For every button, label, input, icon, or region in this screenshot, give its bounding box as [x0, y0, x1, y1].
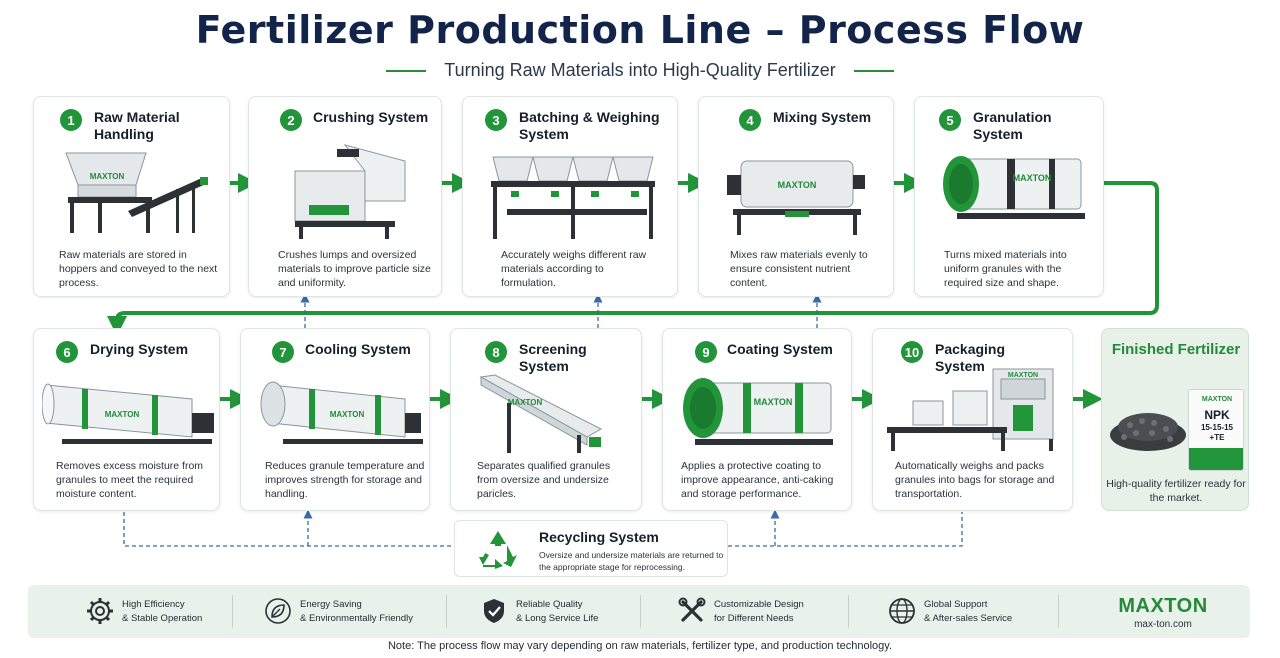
- step-title: Cooling System: [305, 341, 411, 357]
- gear-icon: [87, 598, 113, 624]
- mixer-icon: MAXTON: [727, 160, 865, 235]
- step-title: Batching & Weighing System: [519, 109, 660, 142]
- step-number: 1: [60, 109, 82, 131]
- step-number: 7: [272, 341, 294, 363]
- finished-title: Finished Fertilizer: [1111, 341, 1241, 358]
- step-number: 8: [485, 341, 507, 363]
- svg-text:MAXTON: MAXTON: [105, 410, 140, 419]
- svg-text:MAXTON: MAXTON: [778, 180, 817, 190]
- feature-divider: [1058, 595, 1059, 628]
- subtitle-rule-right: [853, 69, 894, 72]
- feature-text: High Efficiency& Stable Operation: [122, 599, 203, 624]
- brand-name: MAXTON: [1118, 595, 1208, 617]
- packing-machine-icon: MAXTON: [887, 368, 1054, 451]
- rotary-granulator-icon: MAXTON: [943, 156, 1085, 219]
- step-title: Screening System: [519, 341, 587, 374]
- bag-stripe: [1189, 448, 1243, 470]
- page-subtitle: Turning Raw Materials into High-Quality …: [444, 60, 836, 80]
- svg-text:MAXTON: MAXTON: [508, 398, 543, 407]
- step-title: Drying System: [90, 341, 189, 357]
- step-description: Separates qualified granules from oversi…: [477, 460, 611, 500]
- step-card-mixing: 4 Mixing System MAXTON Mixes raw materia…: [698, 96, 894, 297]
- step-card-raw-material: 1 Raw Material Handling MAXTON Raw mater…: [33, 96, 230, 297]
- step-number: 2: [280, 109, 302, 131]
- step-number: 3: [485, 109, 507, 131]
- svg-text:MAXTON: MAXTON: [1008, 372, 1038, 379]
- step-number: 4: [739, 109, 761, 131]
- recycle-line-left: [123, 512, 454, 547]
- step-card-drying: 6 Drying System MAXTON Removes excess mo…: [33, 328, 220, 511]
- batching-machine-icon: [491, 156, 655, 239]
- feature-text: Reliable Quality& Long Service Life: [516, 599, 599, 624]
- crusher-icon: [294, 144, 406, 239]
- footnote: Note: The process flow may vary dependin…: [387, 640, 893, 652]
- step-card-batching: 3 Batching & Weighing System Accurately …: [462, 96, 678, 297]
- svg-text:MAXTON: MAXTON: [1013, 173, 1052, 183]
- step-number: 10: [901, 341, 923, 363]
- fertilizer-bag: MAXTON NPK 15-15-15 +TE: [1188, 389, 1244, 471]
- feature-divider: [446, 595, 447, 628]
- feature-divider: [848, 595, 849, 628]
- svg-text:MAXTON: MAXTON: [330, 410, 365, 419]
- step-description: Accurately weighs different raw material…: [501, 249, 647, 289]
- step-title: Raw Material Handling: [94, 109, 180, 142]
- step-card-screening: 8 Screening System MAXTON Separates qual…: [450, 328, 642, 511]
- globe-icon: [889, 598, 915, 624]
- step-description: Reduces granule temperature and improves…: [265, 460, 425, 500]
- step-card-packaging: 10 Packaging System MAXTON Automatically…: [872, 328, 1073, 511]
- bag-brand: MAXTON: [1201, 396, 1233, 403]
- finished-fertilizer-card: Finished Fertilizer MAXTON NPK 15-15-15 …: [1101, 328, 1249, 511]
- svg-text:MAXTON: MAXTON: [754, 397, 793, 407]
- step-description: Raw materials are stored in hoppers and …: [59, 249, 218, 289]
- feature-divider: [232, 595, 233, 628]
- recycle-line-right: [728, 512, 963, 547]
- rotary-dryer-icon: MAXTON: [42, 383, 214, 444]
- fertilizer-granules-icon: [1110, 413, 1186, 451]
- step-card-cooling: 7 Cooling System MAXTON Reduces granule …: [240, 328, 430, 511]
- step-number: 6: [56, 341, 78, 363]
- step-description: Removes excess moisture from granules to…: [56, 460, 204, 500]
- feature-text: Energy Saving& Environmentally Friendly: [300, 599, 413, 624]
- subtitle-row: Turning Raw Materials into High-Quality …: [0, 60, 1280, 81]
- step-number: 5: [939, 109, 961, 131]
- step-description: Mixes raw materials evenly to ensure con…: [730, 249, 868, 289]
- step-title: Crushing System: [313, 109, 429, 125]
- svg-text:MAXTON: MAXTON: [90, 172, 125, 181]
- page-title: Fertilizer Production Line – Process Flo…: [195, 8, 1085, 52]
- bag-label: NPK: [1204, 408, 1230, 422]
- step-description: Applies a protective coating to improve …: [681, 460, 834, 500]
- recycling-description: Oversize and undersize materials are ret…: [539, 550, 724, 572]
- step-card-crushing: 2 Crushing System Crushes lumps and over…: [248, 96, 442, 297]
- step-title: Granulation System: [973, 109, 1052, 142]
- leaf-icon: [265, 598, 291, 624]
- subtitle-rule-left: [386, 69, 427, 72]
- rotary-cooler-icon: MAXTON: [260, 381, 423, 444]
- vibrating-screen-icon: MAXTON: [479, 374, 603, 453]
- hopper-conveyor-icon: MAXTON: [65, 152, 208, 233]
- step-description: Automatically weighs and packs granules …: [895, 460, 1055, 500]
- feature-divider: [640, 595, 641, 628]
- step-number: 9: [695, 341, 717, 363]
- step-title: Mixing System: [773, 109, 872, 125]
- bag-extra: +TE: [1209, 433, 1225, 442]
- step-card-granulation: 5 Granulation System MAXTON Turns mixed …: [914, 96, 1104, 297]
- features-bar: High Efficiency& Stable Operation Energy…: [28, 585, 1250, 638]
- bag-formula: 15-15-15: [1200, 423, 1234, 432]
- step-title: Coating System: [727, 341, 833, 357]
- recycling-title: Recycling System: [539, 529, 659, 545]
- tools-icon: [678, 597, 706, 622]
- recycling-system-box: Recycling System Oversize and undersize …: [454, 520, 728, 577]
- brand-url: max-ton.com: [1134, 619, 1192, 630]
- step-description: Crushes lumps and oversized materials to…: [278, 249, 431, 289]
- coating-drum-icon: MAXTON: [683, 378, 833, 445]
- step-card-coating: 9 Coating System MAXTON Applies a protec…: [662, 328, 852, 511]
- shield-check-icon: [484, 599, 504, 623]
- finished-description: High-quality fertilizer ready for the ma…: [1106, 478, 1246, 504]
- recycle-icon: [479, 531, 517, 569]
- brand-logo: MAXTON max-ton.com: [1098, 595, 1228, 630]
- feature-text: Global Support& After-sales Service: [924, 599, 1013, 624]
- step-description: Turns mixed materials into uniform granu…: [944, 249, 1067, 289]
- step-title: Packaging System: [935, 341, 1006, 374]
